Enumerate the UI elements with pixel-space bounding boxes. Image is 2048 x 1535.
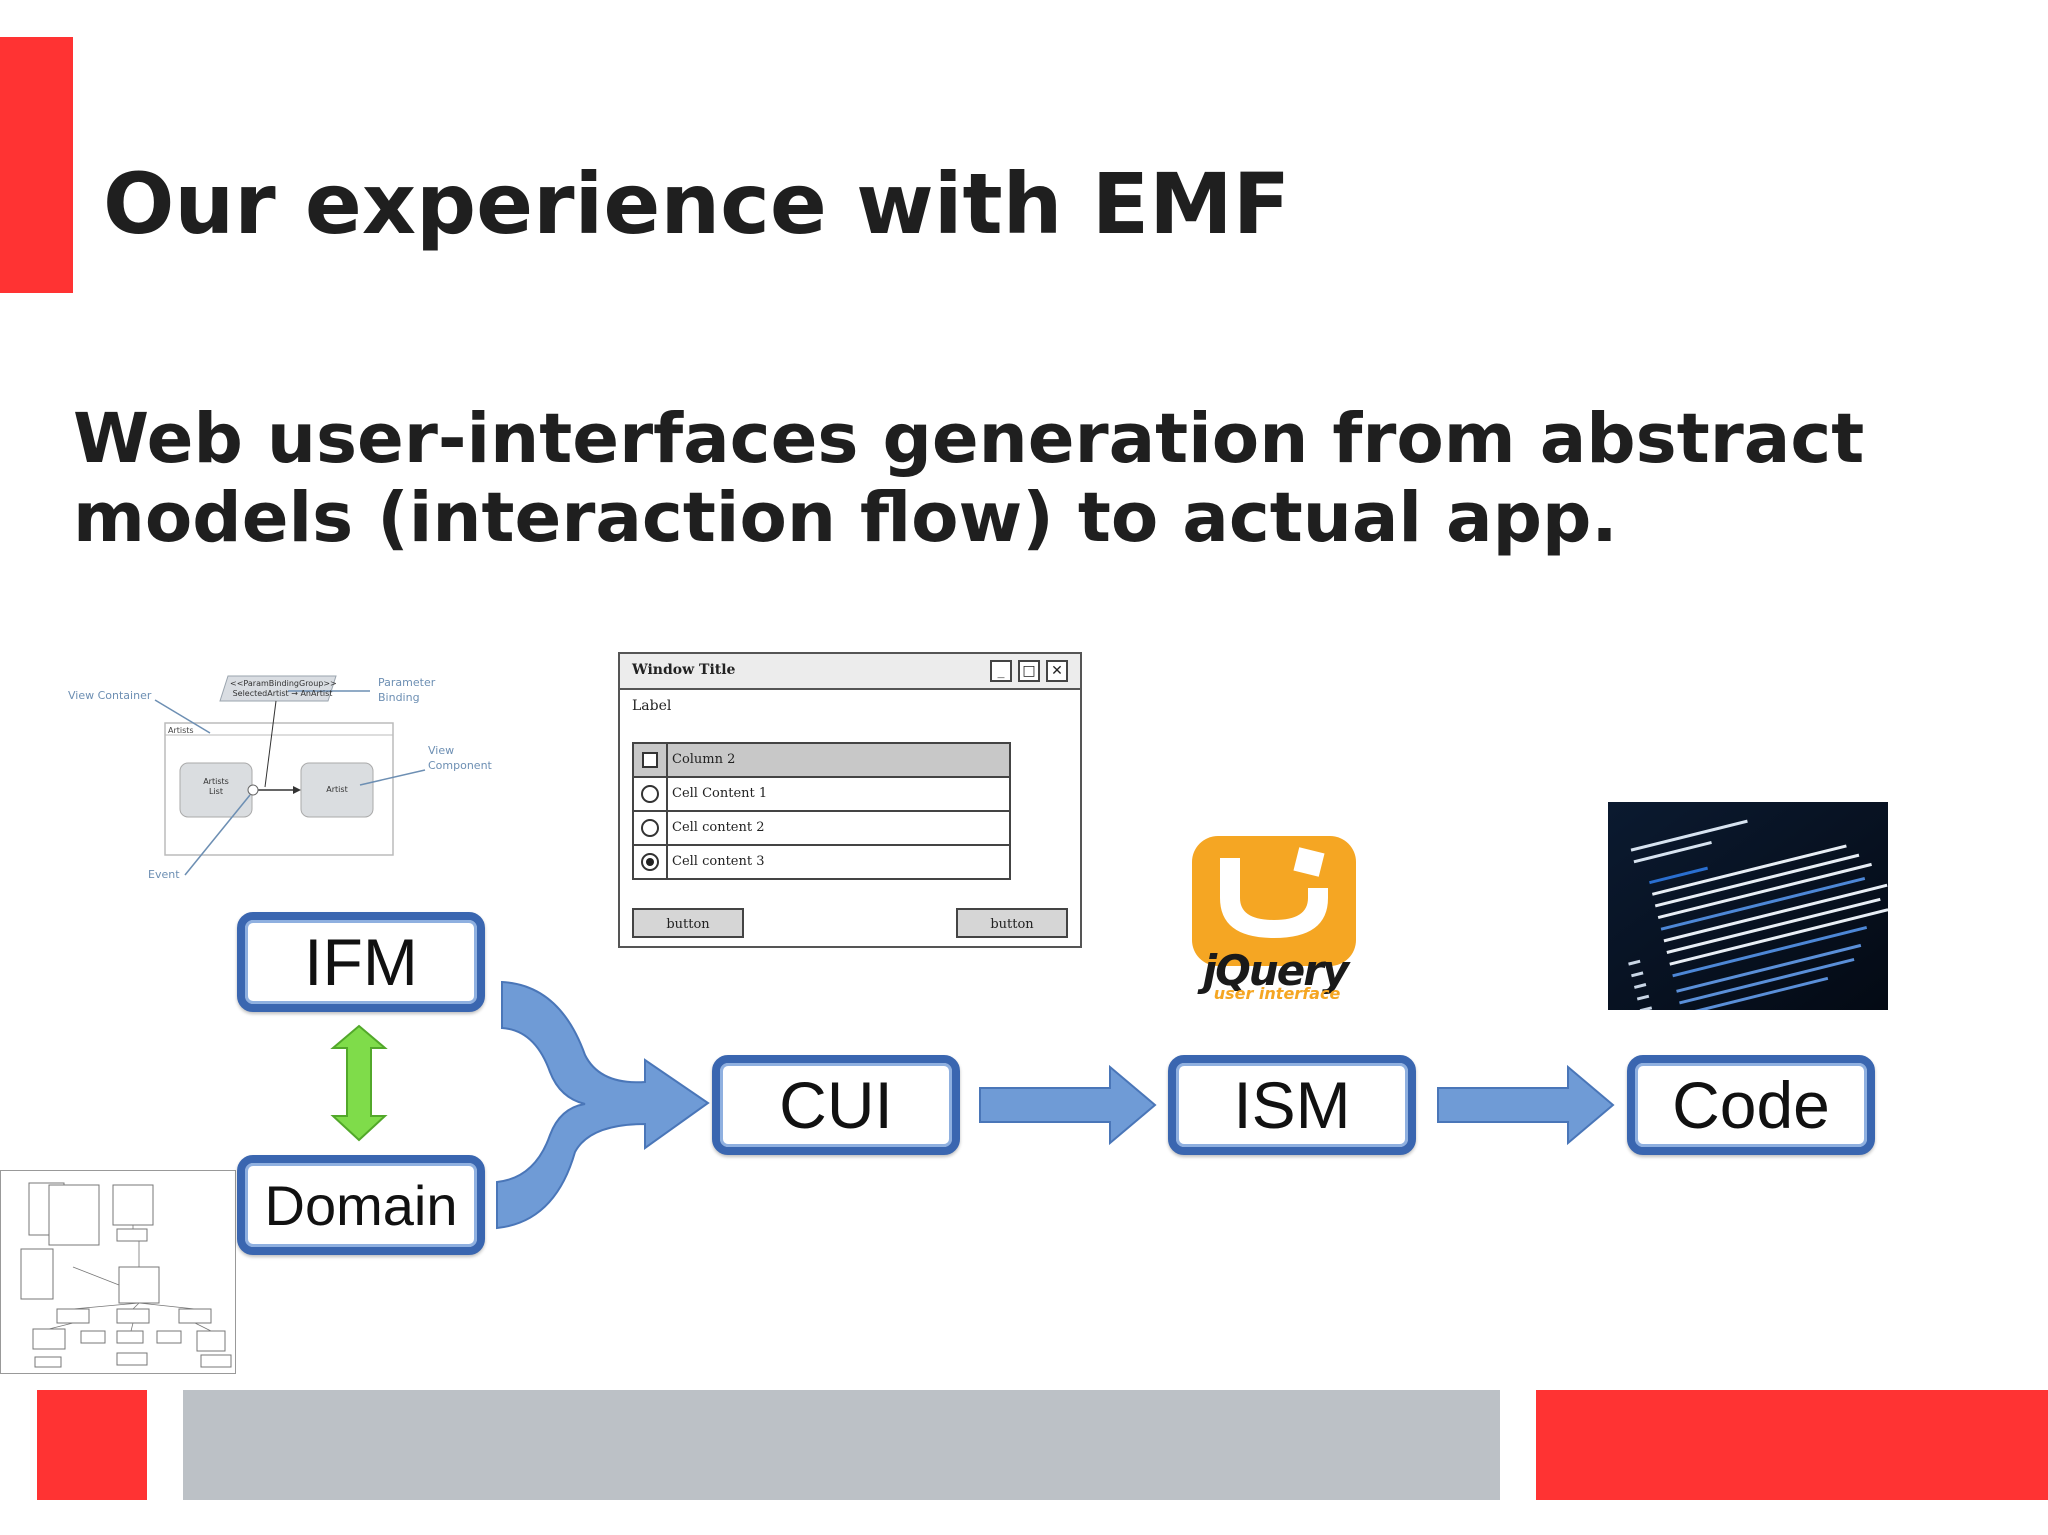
minimize-icon: _ [990,660,1012,682]
title-accent-bar [0,37,73,293]
ism-box: ISM [1168,1055,1416,1155]
mock-cell: Cell Content 1 [672,786,768,801]
view-container-note: View Container [68,689,152,702]
mock-table-row: Cell Content 1 [634,776,1009,810]
footer-accent-large [1536,1390,2048,1500]
footer-gray-bar [183,1390,1500,1500]
radio-selected-icon [641,853,659,871]
mock-button-right: button [956,908,1068,938]
subtitle-line-1: Web user-interfaces generation from abst… [73,399,1865,479]
uml-class-diagram-thumbnail [0,1170,236,1374]
mock-header-cell: Column 2 [672,752,736,767]
radio-icon [641,819,659,837]
merge-arrow [496,980,710,1230]
jquery-ui-badge [1192,836,1356,966]
code-lines-graphic [1608,802,1888,1010]
mock-cell: Cell content 2 [672,820,765,835]
mock-window-title: Window Title [632,662,736,678]
code-screenshot-image [1608,802,1888,1010]
jquery-ui-logo: jQuery user interface [1190,836,1360,1006]
mock-table-row: Cell content 2 [634,810,1009,844]
ifml-sketch-lines [154,675,426,876]
ism-to-code-arrow [1437,1064,1615,1146]
radio-icon [641,785,659,803]
cui-to-ism-arrow [979,1064,1157,1146]
mock-table-header: Column 2 [634,744,1009,776]
slide-title: Our experience with EMF [103,155,1291,253]
mock-table-row: Cell content 3 [634,844,1009,878]
domain-box: Domain [237,1155,485,1255]
mock-window-wireframe: Window Title _ □ ✕ Label Column 2 Cell C… [618,652,1082,948]
view-component-note: View Component [428,744,492,772]
mock-table: Column 2 Cell Content 1 Cell content 2 C… [632,742,1011,880]
cui-box: CUI [712,1055,960,1155]
container-label: Artists [168,726,194,735]
artist-label: Artist [326,785,348,794]
mock-label: Label [632,698,672,714]
ifm-box: IFM [237,912,485,1012]
parameter-binding-note: Parameter Binding [378,676,436,704]
jquery-wordmark: jQuery [1202,946,1350,995]
uml-diagram-graphic [20,1182,232,1368]
mock-window-titlebar: Window Title _ □ ✕ [620,654,1080,690]
slide-subtitle: Web user-interfaces generation from abst… [73,400,1864,558]
maximize-icon: □ [1018,660,1040,682]
code-box: Code [1627,1055,1875,1155]
bidirectional-arrow-icon [330,1024,388,1142]
close-icon: ✕ [1046,660,1068,682]
footer-accent-small [37,1390,147,1500]
param-group-label: <<ParamBindingGroup>> [230,679,337,688]
jquery-ui-mark-icon [1220,847,1328,938]
mock-cell: Cell content 3 [672,854,765,869]
artists-list-label: Artists List [203,777,229,796]
checkbox-icon [642,752,658,768]
mock-button-left: button [632,908,744,938]
ifml-sketch: <<ParamBindingGroup>> SelectedArtist → A… [60,665,500,895]
event-note: Event [148,868,180,881]
jquery-tagline: user interface [1213,984,1341,1003]
subtitle-line-2: models (interaction flow) to actual app. [73,478,1618,558]
param-binding-label: SelectedArtist → AnArtist [232,689,333,698]
